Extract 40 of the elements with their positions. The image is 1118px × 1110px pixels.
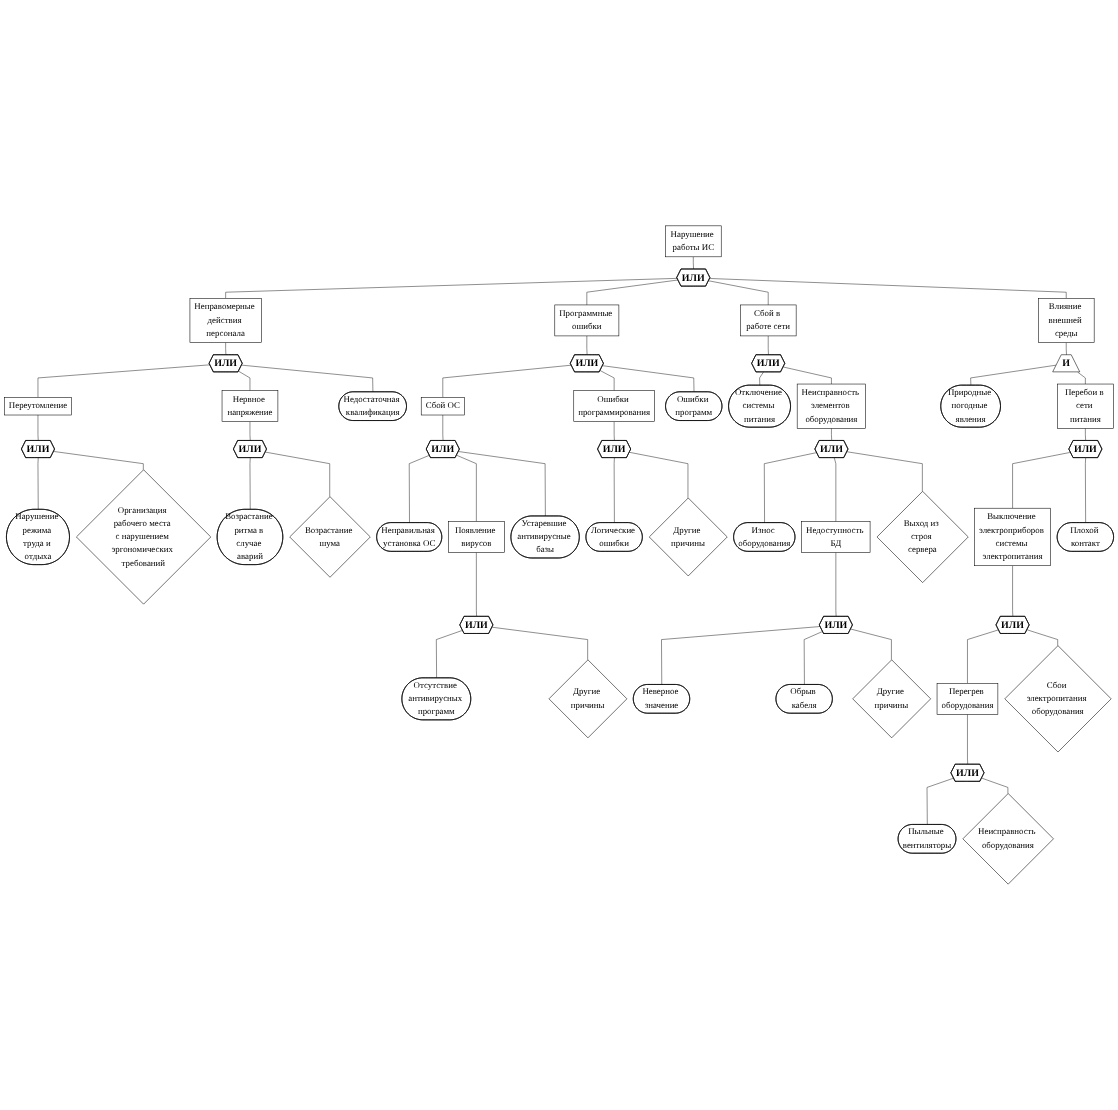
connector <box>476 552 477 617</box>
connector <box>456 454 477 522</box>
connector <box>37 364 211 398</box>
connector <box>970 364 1057 386</box>
connector <box>709 278 1067 299</box>
connector <box>265 451 330 497</box>
connector <box>249 457 251 510</box>
connector <box>225 278 678 299</box>
connector <box>629 452 689 499</box>
connector <box>442 364 572 398</box>
connector <box>249 421 251 441</box>
connector <box>850 628 892 661</box>
connector <box>835 552 837 617</box>
connector <box>442 414 444 441</box>
connector <box>1077 371 1086 385</box>
connector <box>602 365 695 393</box>
connector <box>1012 565 1014 617</box>
connector <box>759 371 764 386</box>
connector <box>803 631 823 685</box>
connector <box>586 279 679 306</box>
connector <box>613 421 615 441</box>
connector <box>708 280 769 306</box>
connector <box>846 451 923 492</box>
connector <box>693 256 694 270</box>
connector <box>37 457 39 510</box>
connector <box>491 626 588 661</box>
connector <box>981 777 1009 794</box>
connector <box>1085 428 1086 441</box>
connector <box>241 364 374 393</box>
connector <box>783 366 832 385</box>
connector <box>967 714 968 765</box>
connector <box>37 414 39 441</box>
connector <box>1065 342 1067 356</box>
connector <box>831 428 832 441</box>
connector <box>1026 629 1058 646</box>
connector <box>834 457 837 522</box>
connector <box>225 342 227 356</box>
connector <box>53 451 144 471</box>
connector <box>1085 457 1086 524</box>
connector <box>613 457 615 524</box>
